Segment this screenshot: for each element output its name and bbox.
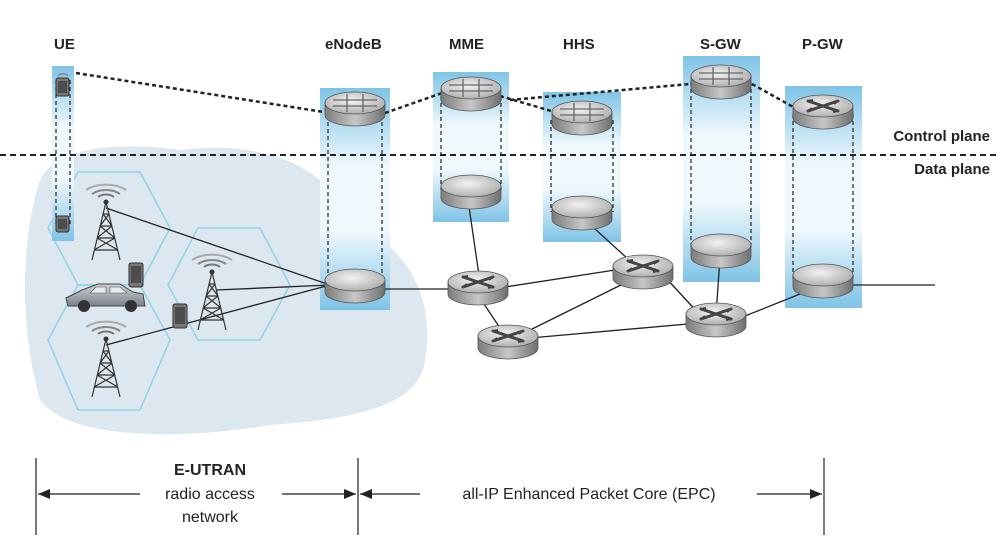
phone-icon xyxy=(128,262,144,288)
phone-icon xyxy=(172,303,188,329)
span-markers xyxy=(35,458,825,535)
hhs-data-node-icon xyxy=(551,195,613,231)
sgw-label: S-GW xyxy=(700,36,742,53)
control-plane-links xyxy=(75,71,796,115)
cell-hexagons xyxy=(47,171,291,411)
pgw-data-node-icon xyxy=(792,263,854,299)
car-icon xyxy=(65,283,146,312)
span-arrowheads xyxy=(38,489,822,499)
ue-label: UE xyxy=(54,36,75,53)
epc-label: all-IP Enhanced Packet Core (EPC) xyxy=(462,486,715,503)
mme-label: MME xyxy=(449,36,484,53)
ue-column xyxy=(52,66,74,241)
epc-router-icon xyxy=(478,325,538,359)
pgw-control-router-icon xyxy=(793,95,853,129)
epc-router-icon xyxy=(613,255,673,289)
enodeb-data-node-icon xyxy=(324,268,386,304)
data-plane-label: Data plane xyxy=(914,161,990,178)
epc-router-icon xyxy=(686,303,746,337)
enodeb-control-router-icon xyxy=(325,92,385,126)
eutran-title: E-UTRAN xyxy=(174,462,246,479)
hhs-label: HHS xyxy=(563,36,595,53)
eutran-line1: radio access xyxy=(165,486,255,503)
sgw-data-node-icon xyxy=(690,233,752,269)
epc-router-icon xyxy=(448,271,508,305)
eutran-line2: network xyxy=(182,509,239,526)
control-plane-label: Control plane xyxy=(893,128,990,145)
enodeb-label: eNodeB xyxy=(325,36,382,53)
mme-data-node-icon xyxy=(440,174,502,210)
ue-device xyxy=(55,73,70,233)
hhs-control-router-icon xyxy=(552,101,612,135)
sgw-control-router-icon xyxy=(691,65,751,99)
mme-control-router-icon xyxy=(441,77,501,111)
pgw-label: P-GW xyxy=(802,36,844,53)
